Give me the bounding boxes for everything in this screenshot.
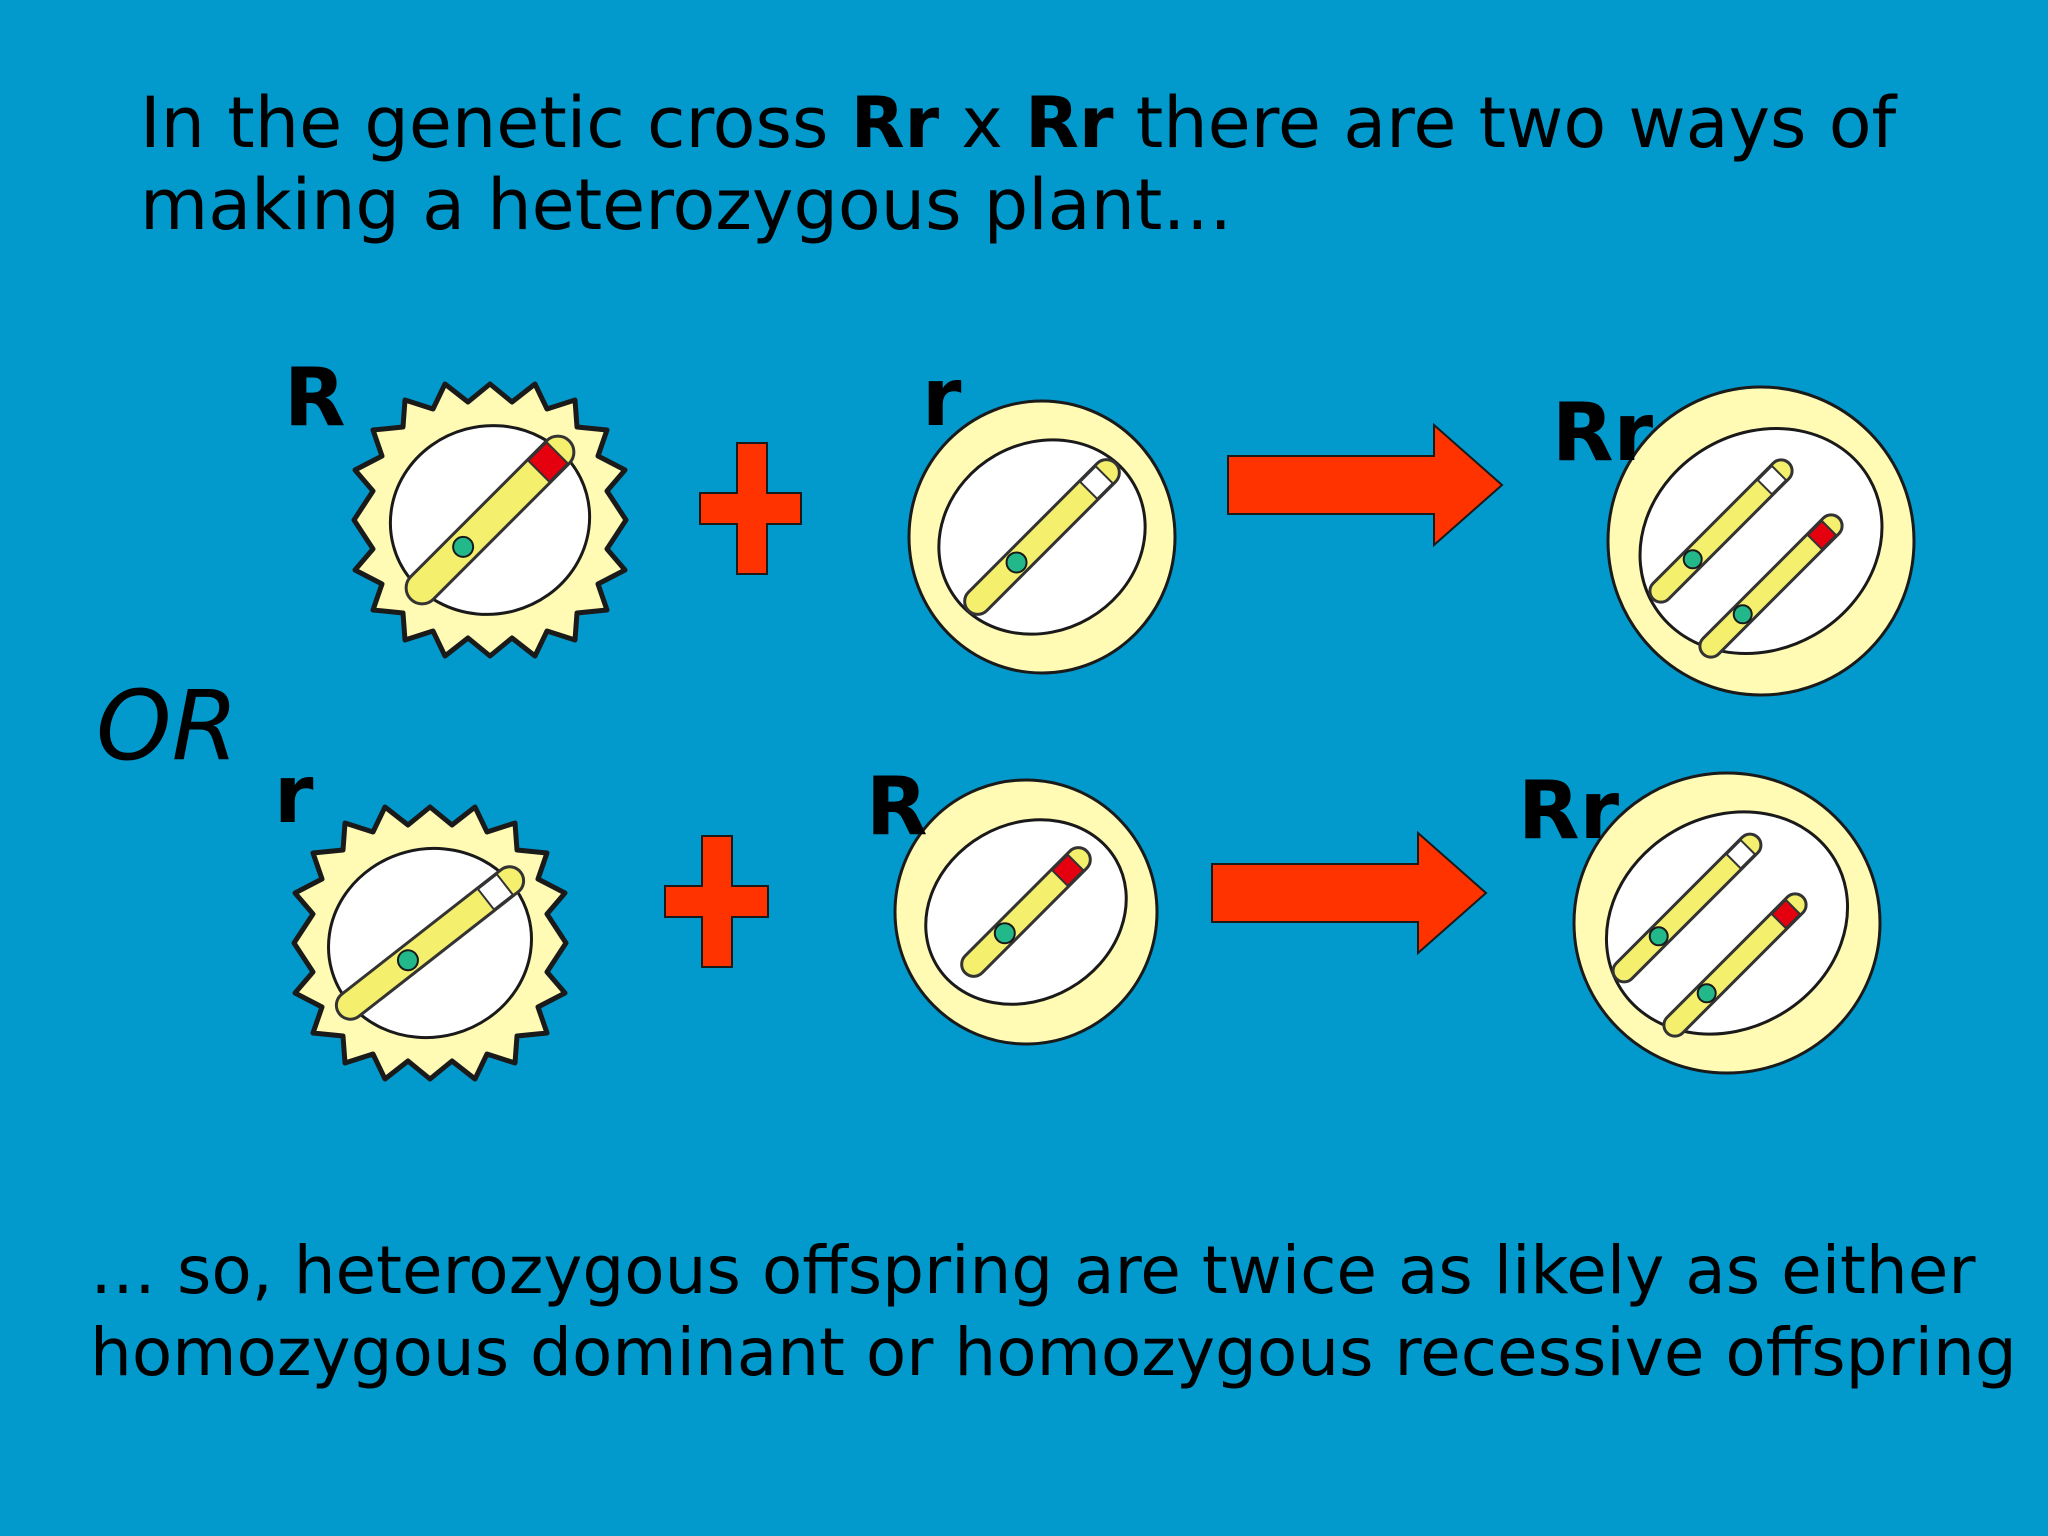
arrow-right-icon [1227, 422, 1504, 548]
chromosome [404, 434, 576, 606]
offspring-genotype-label: Rr [1518, 764, 1620, 857]
row-2: r R [274, 748, 1882, 1082]
centromere [452, 535, 475, 558]
allele-band-dominant [1770, 898, 1802, 930]
zygote-nucleus [1638, 427, 1884, 655]
chromosome [1662, 892, 1808, 1038]
centromere [1696, 983, 1717, 1004]
ovule-dominant [893, 778, 1159, 1046]
plus-sign [699, 442, 802, 575]
conclusion-text: … so, heterozygous offspring are twice a… [90, 1232, 2017, 1391]
pollen-allele-label: R [284, 351, 346, 444]
pollen-grain-dominant [351, 381, 629, 659]
intro-text: In the genetic cross Rr x Rr there are t… [140, 82, 1990, 246]
pollen-allele-label: r [274, 748, 314, 841]
ovule-recessive [907, 399, 1177, 675]
chromosome [963, 458, 1121, 616]
centromere [1682, 549, 1703, 570]
offspring-heterozygous [1572, 771, 1882, 1075]
chromosome [1698, 513, 1844, 659]
offspring-heterozygous [1606, 385, 1916, 697]
allele-band-recessive [1756, 464, 1788, 496]
centromere [1005, 551, 1028, 574]
pollen-grain-recessive [291, 804, 569, 1082]
allele-band-dominant [526, 440, 570, 484]
allele-band-dominant [1806, 519, 1838, 551]
ovule-allele-label: r [922, 351, 962, 444]
centromere [1732, 604, 1753, 625]
ovule-allele-label: R [866, 760, 928, 853]
allele-band-dominant [1050, 853, 1085, 888]
offspring-genotype-label: Rr [1552, 386, 1654, 479]
cross-times-sign: x [939, 82, 1026, 164]
cross-parent-left: Rr [850, 82, 940, 164]
allele-band-recessive [1725, 838, 1757, 870]
chromosome [1611, 832, 1763, 984]
centromere [1648, 926, 1669, 947]
intro-part1: In the genetic cross [140, 82, 851, 164]
plus-sign [664, 835, 769, 968]
cross-parent-right: Rr [1025, 82, 1114, 164]
or-label: OR [96, 670, 239, 782]
arrow-right-icon [1211, 830, 1488, 956]
chromosome [960, 846, 1092, 978]
centromere [396, 949, 419, 972]
zygote-nucleus [1604, 810, 1850, 1036]
row-1: R r [284, 351, 1916, 697]
allele-band-recessive [476, 872, 515, 911]
intro-part2: there are two ways of making a heterozyg… [140, 82, 1897, 246]
chromosome [1648, 458, 1794, 604]
chromosome [334, 865, 526, 1021]
allele-band-recessive [1078, 464, 1115, 501]
centromere [993, 922, 1016, 945]
